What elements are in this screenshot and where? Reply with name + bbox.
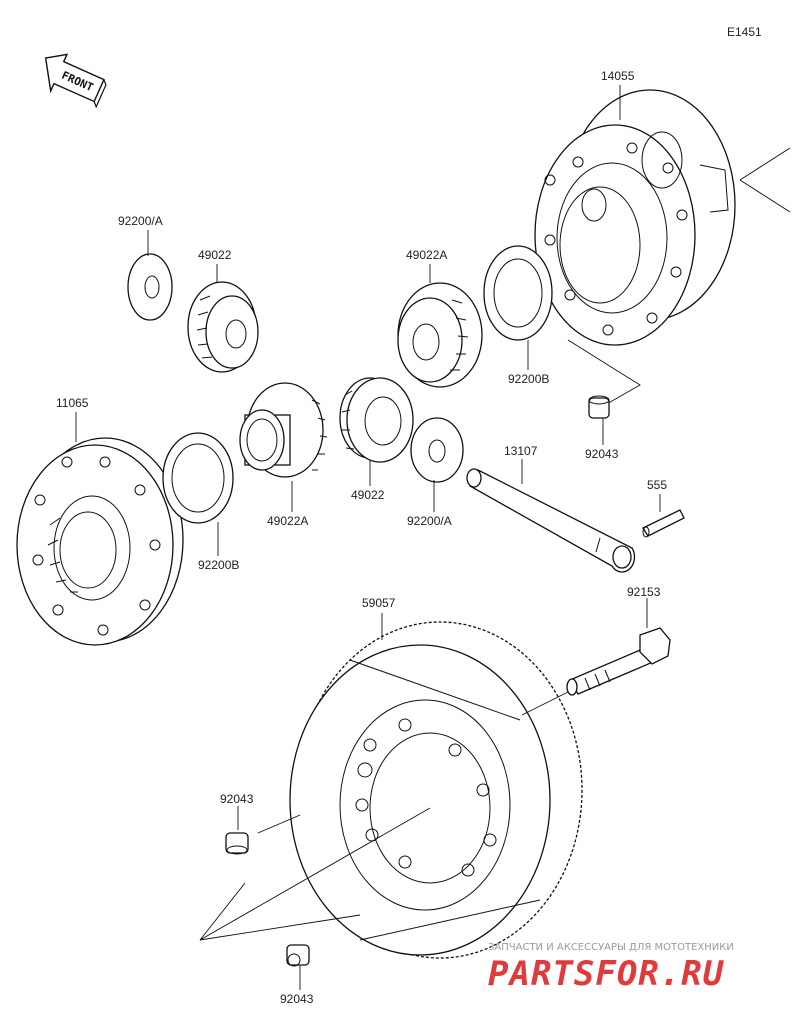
label-92200a-lower: 92200/A bbox=[407, 514, 452, 528]
bevel-gear-49022-top bbox=[187, 281, 259, 373]
label-49022a-lower: 49022A bbox=[267, 514, 308, 528]
pinion-shaft-13107 bbox=[466, 468, 636, 573]
label-49022a-top: 49022A bbox=[406, 248, 447, 262]
watermark-caption: ЗАПЧАСТИ И АКСЕССУАРЫ ДЛЯ МОТОТЕХНИКИ bbox=[488, 942, 734, 953]
washer-92200a-top bbox=[127, 253, 173, 321]
dowel-pin-92043-mid bbox=[225, 832, 249, 855]
label-49022-lower: 49022 bbox=[351, 488, 385, 502]
label-92043-mid: 92043 bbox=[220, 792, 254, 806]
label-13107: 13107 bbox=[504, 444, 538, 458]
bolt-92153 bbox=[566, 627, 671, 696]
watermark-logo: PARTSFOR.RU bbox=[488, 954, 725, 994]
shim-92200b-left bbox=[162, 432, 234, 524]
dowel-pin-92043-bottom bbox=[286, 944, 310, 967]
front-arrow-icon: FRONT bbox=[44, 53, 107, 109]
case-cover-11065 bbox=[16, 437, 184, 646]
dowel-pin-92043-upper bbox=[588, 395, 610, 419]
label-555: 555 bbox=[647, 478, 667, 492]
label-49022-top: 49022 bbox=[198, 248, 232, 262]
label-92200a-top: 92200/A bbox=[118, 214, 163, 228]
label-92043-bottom: 92043 bbox=[280, 992, 314, 1006]
label-11065: 11065 bbox=[56, 396, 89, 410]
shim-92200b-right bbox=[483, 245, 553, 341]
washer-92200a-lower bbox=[410, 417, 464, 483]
diagram-code: E1451 bbox=[727, 25, 762, 39]
label-92200b-right: 92200B bbox=[508, 372, 549, 386]
label-14055: 14055 bbox=[601, 69, 635, 83]
label-92153: 92153 bbox=[627, 585, 661, 599]
label-92043-upper: 92043 bbox=[585, 447, 619, 461]
differential-case bbox=[534, 89, 736, 346]
label-92200b-left: 92200B bbox=[198, 558, 239, 572]
bevel-gear-49022-lower bbox=[339, 377, 414, 463]
pin-555 bbox=[642, 509, 685, 538]
bevel-gear-49022a-top bbox=[397, 282, 483, 388]
ring-gear-59057 bbox=[289, 621, 583, 959]
bevel-gear-49022a-lower bbox=[239, 382, 328, 478]
label-59057: 59057 bbox=[362, 596, 396, 610]
